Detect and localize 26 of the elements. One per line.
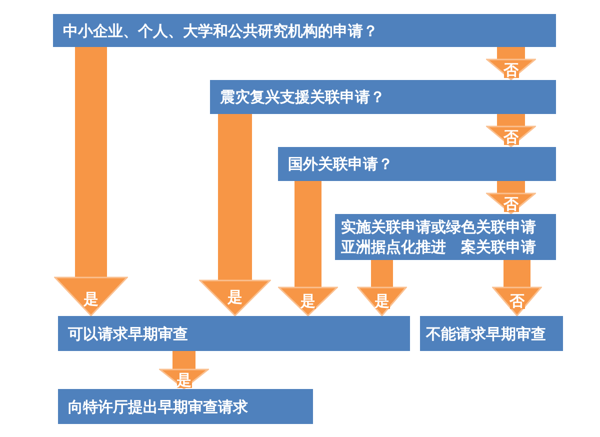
box-text: 震灾复兴支援关联申请？ [220,87,385,107]
box-text: 实施关联申请或绿色关联申请亚洲据点化推进 案关联申请 [341,217,536,257]
process-box [58,316,410,351]
box-text: 中小企业、个人、大学和公共研究机构的申请？ [63,20,378,40]
block-arrow [486,47,536,80]
edge-label: 是 [176,372,192,388]
block-arrow [357,260,407,316]
block-arrow [159,351,209,390]
process-box [278,147,556,181]
edge-label: 否 [504,62,518,78]
process-box [210,80,556,114]
process-box [53,14,556,47]
edge-label: 否 [504,129,518,145]
process-box [420,316,563,351]
block-arrow [54,47,128,316]
block-arrow [278,181,338,316]
box-text: 向特许厅提出早期审查请求 [68,396,248,416]
box-text: 可以请求早期审查 [68,324,188,344]
process-box [58,389,313,424]
box-text: 不能请求早期审查 [426,324,546,344]
block-arrow [199,114,271,316]
box-text: 国外关联申请？ [288,154,393,174]
process-box [335,214,556,260]
edge-label: 否 [504,196,518,212]
block-arrow [486,181,536,214]
block-arrow [486,114,536,148]
